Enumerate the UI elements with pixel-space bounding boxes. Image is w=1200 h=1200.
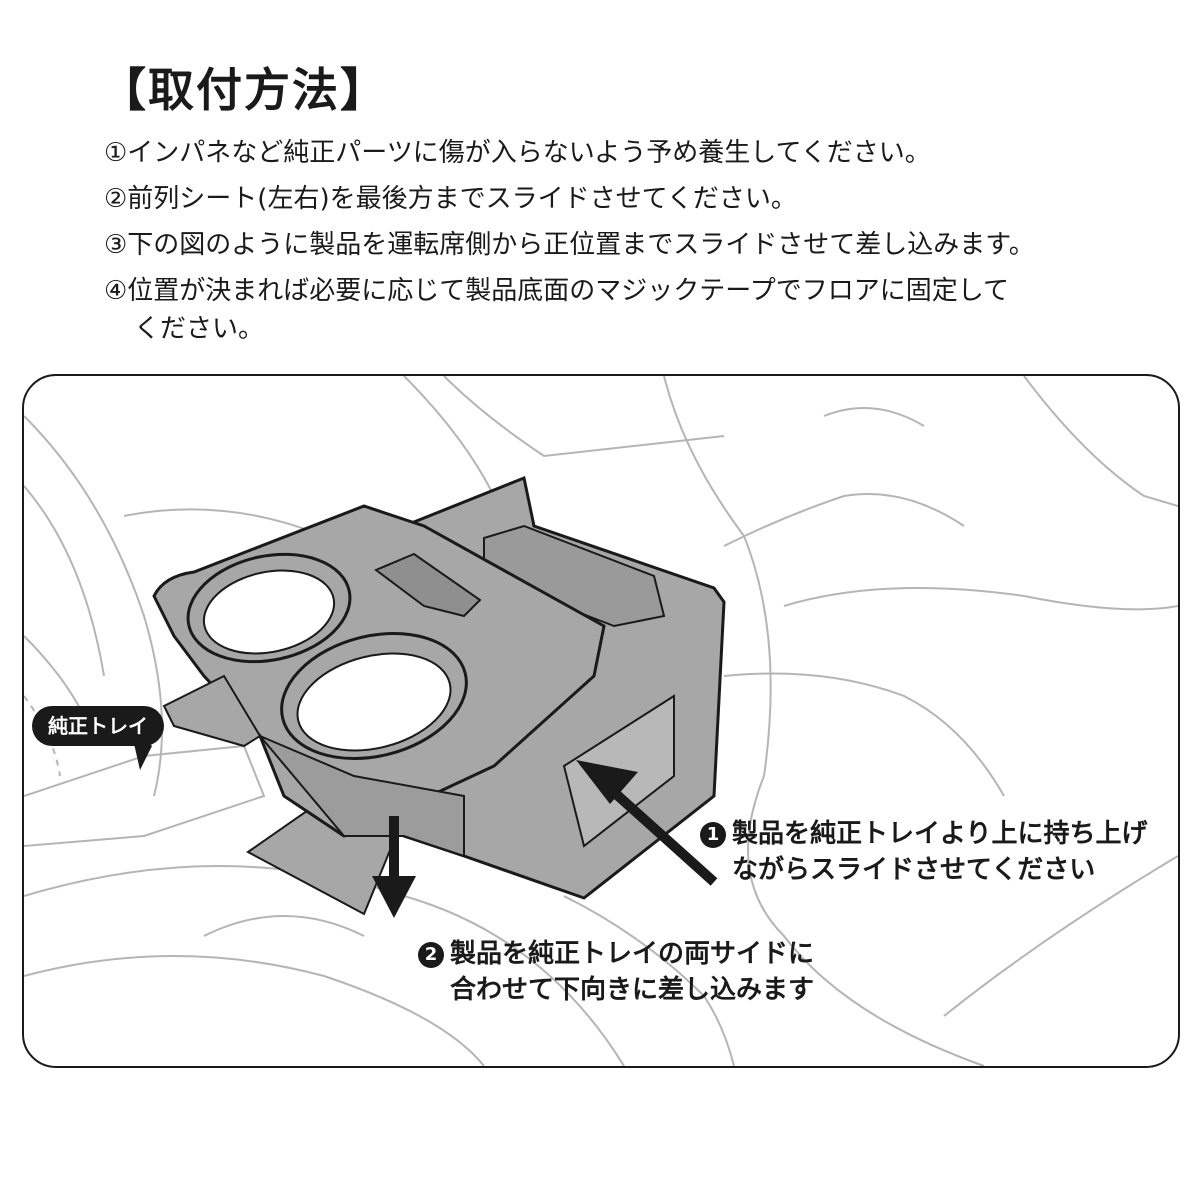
genuine-tray-label: 純正トレイ (32, 706, 164, 746)
page-title: 【取付方法】 (100, 63, 388, 117)
callout-text-continued: 合わせて下向きに差し込みます (450, 975, 815, 1005)
instruction-step-4: ④位置が決まれば必要に応じて製品底面のマジックテープでフロアに固定して ください… (104, 272, 1164, 348)
product-front-lip (162, 674, 262, 748)
step-text: ①インパネなど純正パーツに傷が入らないよう予め養生してください。 (104, 138, 931, 168)
step-text-continued: ください。 (134, 314, 265, 344)
instruction-list: ①インパネなど純正パーツに傷が入らないよう予め養生してください。 ②前列シート(… (104, 134, 1164, 356)
callout-number: 2 (418, 942, 444, 968)
callout-text: 製品を純正トレイの両サイドに (450, 939, 815, 969)
console-drawing (24, 376, 1178, 1066)
down-arrow-icon (372, 816, 416, 918)
callout-text-continued: ながらスライドさせてください (732, 855, 1096, 885)
instruction-step-1: ①インパネなど純正パーツに傷が入らないよう予め養生してください。 (104, 134, 1164, 172)
product-front-face (259, 735, 465, 858)
instruction-step-2: ②前列シート(左右)を最後方までスライドさせてください。 (104, 180, 1164, 218)
step-text: ④位置が決まれば必要に応じて製品底面のマジックテープでフロアに固定して (104, 276, 1009, 306)
step-text: ②前列シート(左右)を最後方までスライドさせてください。 (104, 184, 797, 214)
cup-holder-2-well (296, 652, 452, 752)
slide-arrow-icon (576, 760, 718, 886)
cup-holder-1-well (202, 569, 336, 655)
step-text: ③下の図のように製品を運転席側から正位置までスライドさせて差し込みます。 (104, 230, 1035, 260)
callout-text: 製品を純正トレイより上に持ち上げ (732, 819, 1148, 849)
instruction-step-3: ③下の図のように製品を運転席側から正位置までスライドさせて差し込みます。 (104, 226, 1164, 264)
product-small-slot (374, 552, 482, 618)
callout-number: 1 (700, 822, 726, 848)
